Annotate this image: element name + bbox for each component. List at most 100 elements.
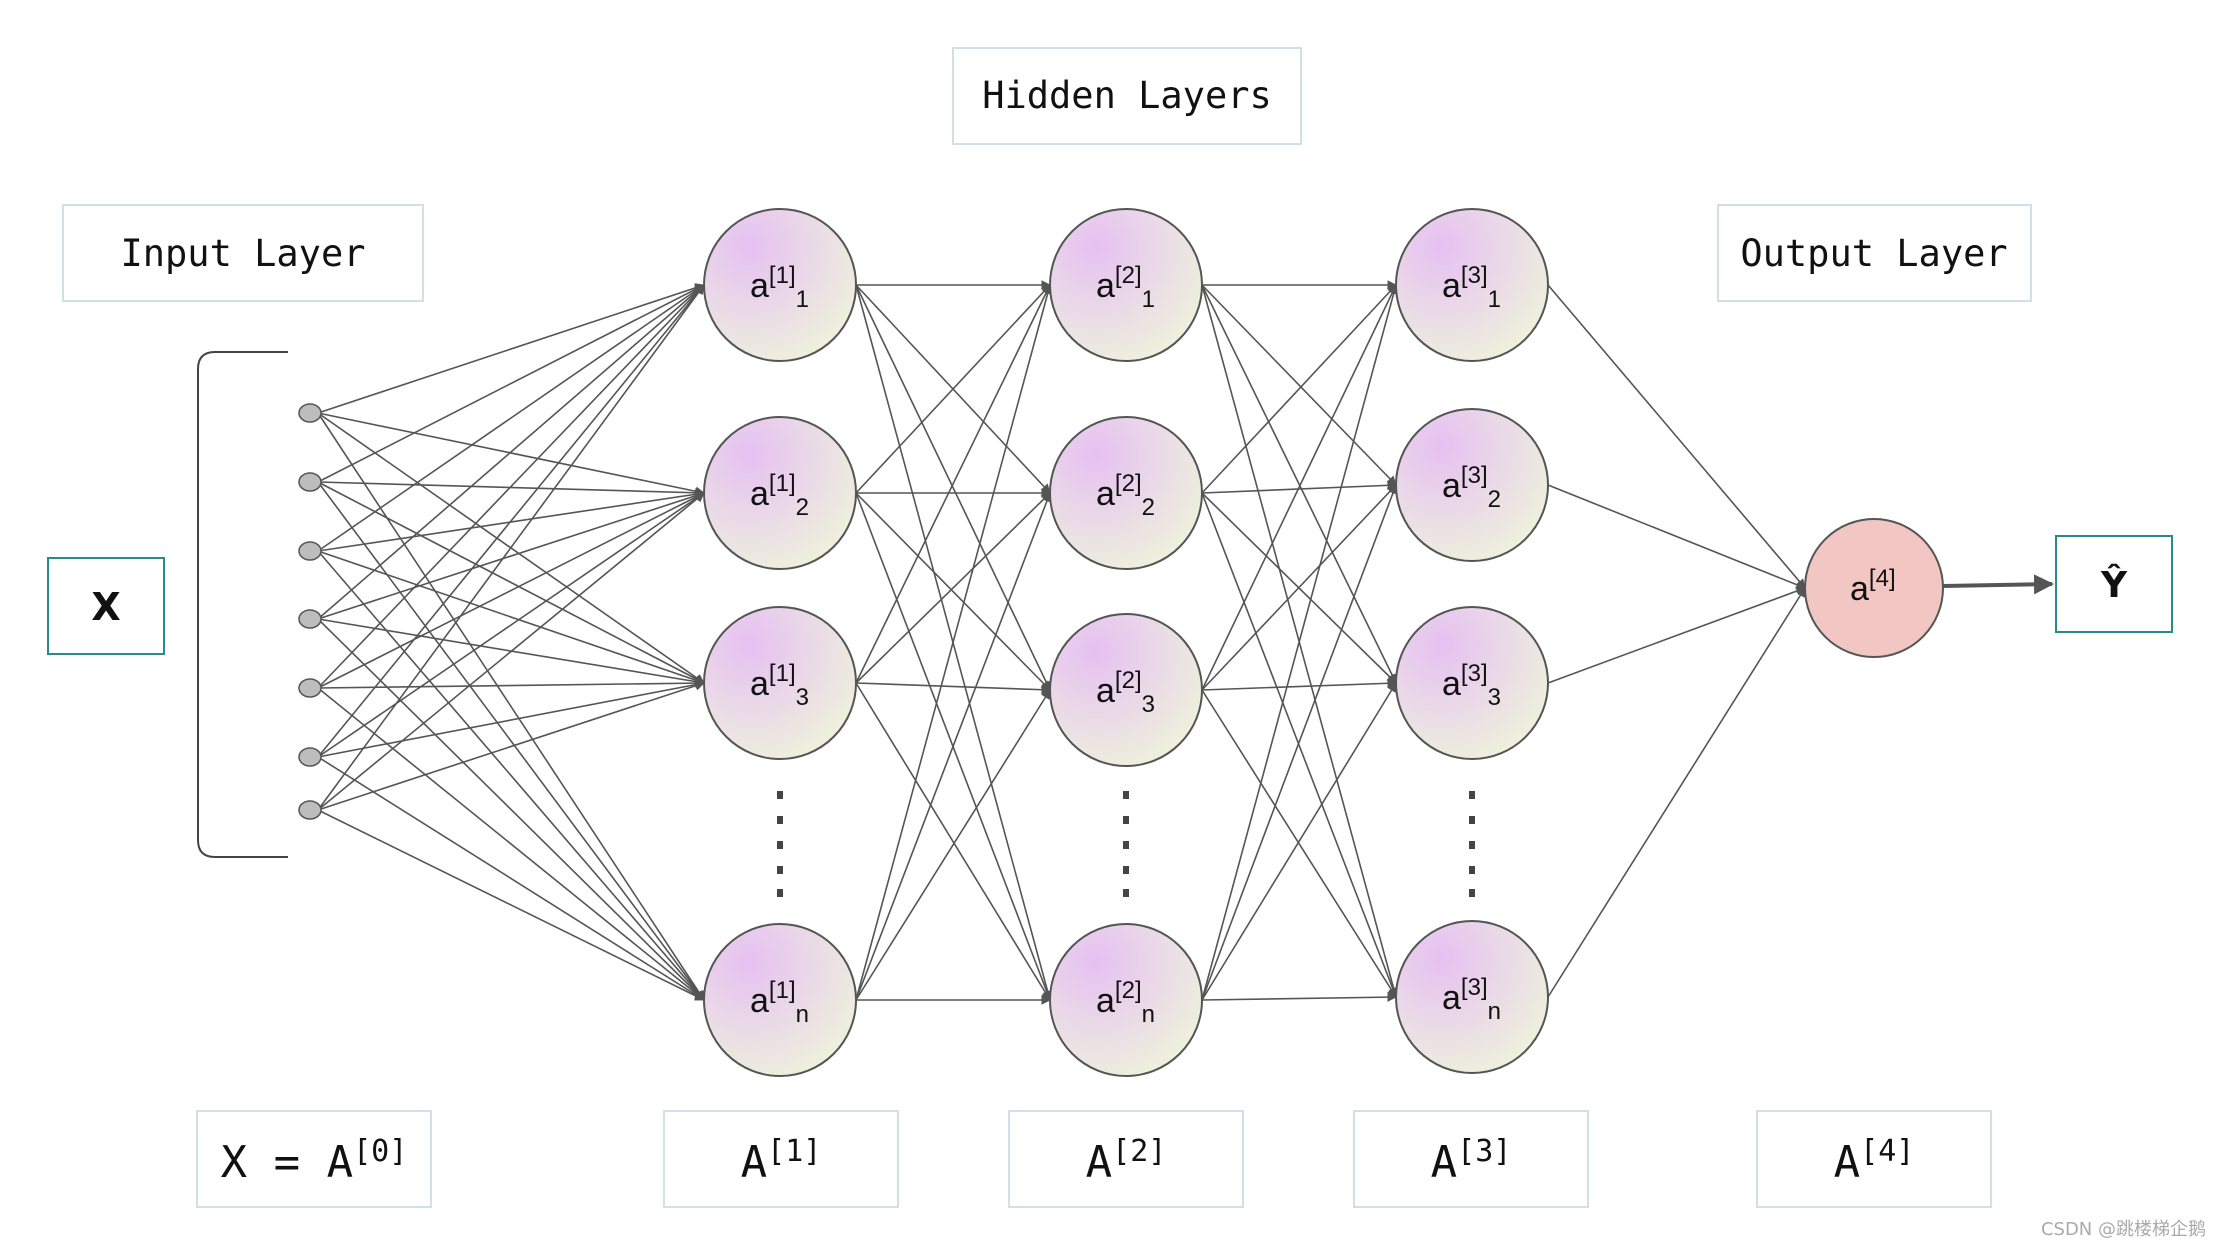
edge-input-0-h1-3 [317,412,705,1001]
edge-h2-2-h3-1 [1201,484,1397,691]
bottom-label-text: A[4] [1834,1134,1915,1188]
edge-input-3-h1-0 [317,284,705,620]
edge-h3-1-output [1547,484,1806,590]
node-label: a[3]3 [1442,660,1501,711]
bottom-label-text: A[1] [741,1134,822,1188]
node-label: a[1]1 [750,262,809,313]
ellipsis-dot [777,866,783,874]
node-circle [1049,416,1203,570]
edge-h2-3-h3-1 [1201,484,1398,1001]
node-label: a[3]2 [1442,462,1501,513]
output-layer-title: Output Layer [1740,232,2007,275]
input-node-5 [298,678,322,698]
edge-input-1-h1-0 [317,284,705,483]
edge-h1-3-h2-0 [855,284,1053,1001]
output-node-label: a[4] [1850,565,1896,608]
edge-h2-3-h3-0 [1201,284,1399,1001]
node-hidden-2-n: a[2]n [1049,923,1203,1077]
node-hidden-1-1: a[1]1 [703,208,857,362]
ellipsis-dot [1469,791,1475,799]
input-layer-box: Input Layer [62,204,424,302]
hidden-layers-box: Hidden Layers [952,47,1302,145]
node-label: a[2]3 [1096,667,1155,718]
ellipsis-dot [777,816,783,824]
edge-h1-1-h2-2 [855,492,1051,691]
bottom-label-1: A[1] [663,1110,899,1208]
node-circle [1049,923,1203,1077]
node-label: a[1]3 [750,660,809,711]
edge-h2-2-h3-3 [1201,689,1397,998]
bottom-label-2: A[2] [1008,1110,1244,1208]
input-node-1 [298,403,322,423]
output-node: a[4] [1804,518,1944,658]
edge-input-5-h1-1 [317,492,705,758]
node-hidden-2-3: a[2]3 [1049,613,1203,767]
edge-h2-0-h3-2 [1201,284,1397,684]
output-arrow [1942,574,2054,595]
edge-h2-1-h3-0 [1201,284,1397,494]
node-hidden-2-1: a[2]1 [1049,208,1203,362]
ellipsis-group [777,791,1475,897]
watermark: CSDN @跳楼梯企鹅 [2041,1219,2206,1240]
edge-input-4-h1-1 [317,492,705,689]
ellipsis-dot [1469,816,1475,824]
ellipsis-dot [1123,791,1129,799]
ellipsis-dot [1123,841,1129,849]
bottom-labels-group: X = A[0] A[1] A[2] A[3] A[4] [196,1110,1992,1208]
ellipsis-dot [777,889,783,897]
bottom-label-4: A[4] [1756,1110,1992,1208]
edge-input-5-h1-2 [317,679,705,758]
edge-h1-2-h2-3 [855,682,1051,1001]
output-layer-box: Output Layer [1717,204,2032,302]
node-hidden-1-n: a[1]n [703,923,857,1077]
edge-input-2-h1-2 [317,550,705,685]
node-label: a[3]n [1442,974,1501,1025]
input-node-7 [298,800,322,820]
bottom-label-text: A[3] [1431,1134,1512,1188]
yhat-label: Ŷ [2100,563,2128,606]
ellipsis-dot [1469,841,1475,849]
edge-input-1-h1-2 [317,481,705,684]
node-circle [1395,208,1549,362]
edge-input-2-h1-3 [317,550,705,1001]
ellipsis-dot [1469,866,1475,874]
edge-input-4-h1-0 [317,284,705,689]
edge-input-6-h1-1 [317,492,705,811]
edge-h2-0-h3-1 [1201,284,1397,486]
node-hidden-2-2: a[2]2 [1049,416,1203,570]
edge-input-5-h1-3 [317,756,705,1001]
hidden-nodes-group: a[1]1 a[1]2 a[1]3 a[1]n a[2]1 a[2]2 a[2]3 a[2]n… [703,208,1549,1077]
bottom-label-0: X = A[0] [196,1110,432,1208]
node-hidden-1-3: a[1]3 [703,606,857,760]
input-node-6 [298,747,322,767]
edge-input-5-h1-0 [317,284,705,758]
node-label: a[2]2 [1096,470,1155,521]
edge-input-2-h1-0 [317,284,705,552]
input-node-3 [298,541,322,561]
node-label: a[1]n [750,977,809,1028]
edge-h2-3-h3-2 [1201,682,1397,1001]
input-node-2 [298,472,322,492]
bottom-label-text: X = A[0] [221,1134,408,1188]
edge-h3-0-output [1547,284,1806,589]
edge-input-3-h1-1 [317,491,705,620]
node-circle [1049,613,1203,767]
edges-group [317,280,1806,1005]
node-hidden-3-1: a[3]1 [1395,208,1549,362]
edge-input-1-h1-3 [317,481,705,1001]
bottom-label-text: A[2] [1086,1134,1167,1188]
edge-h3-3-output [1547,587,1806,998]
input-node-4 [298,609,322,629]
edge-h1-2-h2-0 [855,284,1051,684]
node-label: a[2]n [1096,977,1155,1028]
edge-h1-2-h2-1 [855,492,1051,684]
edge-input-6-h1-3 [317,809,705,1001]
yhat-box: Ŷ [2055,535,2173,633]
edge-h1-3-h2-2 [855,689,1051,1001]
ellipsis-dot [1123,889,1129,897]
edge-h1-0-h2-2 [855,284,1051,691]
node-hidden-3-n: a[3]n [1395,920,1549,1074]
node-hidden-1-2: a[1]2 [703,416,857,570]
edge-input-0-h1-0 [317,283,705,414]
